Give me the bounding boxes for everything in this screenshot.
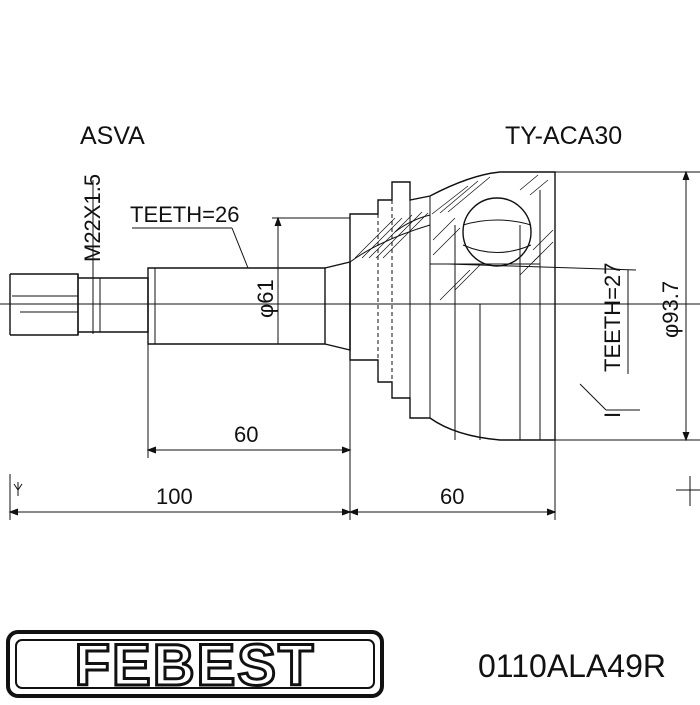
teeth-outer-leader	[132, 227, 249, 269]
housing-length-label: 60	[440, 484, 464, 509]
dim-housing-length	[348, 440, 700, 520]
part-number: 0110ALA49R	[478, 648, 666, 684]
logo-outer-frame	[6, 630, 384, 698]
marker-i-leader	[579, 383, 640, 411]
housing-diameter-label: φ93.7	[658, 281, 683, 338]
logo-inner-frame	[15, 639, 375, 689]
marker-i-label: I	[600, 412, 625, 418]
splined-shaft	[147, 261, 351, 351]
code-label: TY-ACA30	[505, 122, 622, 150]
threaded-end	[9, 273, 149, 336]
thread-label: M22X1.5	[80, 174, 105, 262]
overall-length-label: 100	[156, 484, 193, 509]
logo-text: FEBEST	[75, 633, 316, 698]
dim-teeth-inner	[447, 263, 637, 374]
brand-label-asva: ASVA	[80, 122, 145, 150]
teeth-outer-label: TEETH=26	[130, 202, 239, 227]
shaft-diameter-label: φ61	[253, 279, 278, 318]
dim-housing-diameter	[555, 170, 700, 442]
dim-overall-length	[8, 474, 352, 520]
shaft-length-label: 60	[234, 422, 258, 447]
febest-logo: FEBEST	[6, 630, 384, 700]
section-hatch	[354, 174, 554, 301]
joint-housing	[349, 171, 556, 441]
dim-shaft-length	[146, 344, 352, 520]
dim-shaft-diameter	[272, 216, 350, 344]
teeth-inner-label: TEETH=27	[600, 263, 625, 372]
